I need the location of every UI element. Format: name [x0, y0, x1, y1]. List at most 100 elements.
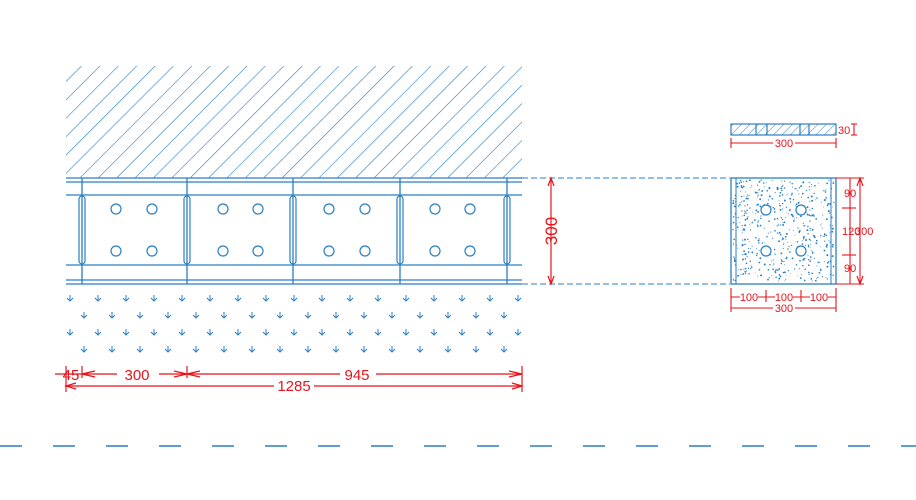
ground-arrow [290, 295, 298, 302]
ground-arrow [332, 346, 340, 353]
wall-hole [110, 203, 122, 215]
ground-arrow [150, 329, 158, 336]
ground-arrow [402, 295, 410, 302]
ground-arrow [122, 329, 130, 336]
ground-arrow [444, 346, 452, 353]
ground-arrow [290, 329, 298, 336]
ground-arrow [374, 329, 382, 336]
ground-arrow [66, 295, 74, 302]
ground-arrow [206, 295, 214, 302]
ground-arrow [248, 346, 256, 353]
wall-hole [217, 245, 229, 257]
ground-arrow [206, 329, 214, 336]
right-dimensions [836, 176, 864, 286]
ground-arrow [332, 312, 340, 319]
wall-slot [183, 195, 191, 265]
dim-bottom-right: 100 [810, 292, 828, 304]
ground-arrow [458, 329, 466, 336]
ground-arrow [276, 312, 284, 319]
ground-arrow [108, 346, 116, 353]
soil-hatch-area [66, 66, 522, 178]
wall-hole [429, 203, 441, 215]
wall-hole [429, 245, 441, 257]
wall-slot [396, 195, 404, 265]
cap-width-label: 300 [775, 138, 793, 150]
wall-slots [78, 195, 511, 265]
ground-arrow [360, 346, 368, 353]
dim-bottom-left: 100 [740, 292, 758, 304]
ground-arrow [304, 346, 312, 353]
wall-frame [66, 177, 522, 285]
ground-arrow [178, 295, 186, 302]
ground-arrow [164, 312, 172, 319]
ground-arrow [136, 312, 144, 319]
ground-arrow [360, 312, 368, 319]
ground-arrow [388, 346, 396, 353]
dim-label-45: 45 [63, 367, 80, 384]
ground-arrow [108, 312, 116, 319]
ground-arrow [430, 329, 438, 336]
ground-arrow [374, 295, 382, 302]
ground-arrow [514, 329, 522, 336]
ground-arrow [80, 312, 88, 319]
ground-arrow [486, 295, 494, 302]
ground-arrow [66, 329, 74, 336]
wall-hole [464, 203, 476, 215]
ground-arrow [304, 312, 312, 319]
ground-arrow [472, 346, 480, 353]
ground-arrow [318, 295, 326, 302]
ground-arrow [234, 295, 242, 302]
ground-arrow [402, 329, 410, 336]
projection-lines [522, 177, 730, 285]
wall-verticals [81, 178, 508, 284]
wall-hole [359, 203, 371, 215]
ground-arrow [94, 329, 102, 336]
dim-label-1285: 1285 [277, 378, 310, 395]
wall-hole [323, 245, 335, 257]
elevation-view: 300 45 300 945 1285 [55, 66, 730, 395]
dim-right-top: 90 [844, 188, 856, 200]
wall-slot [78, 195, 86, 265]
wall-hole [146, 203, 158, 215]
concrete-section [730, 177, 837, 285]
section-hole [795, 245, 807, 257]
ground-symbols [66, 295, 522, 353]
ground-arrow [164, 346, 172, 353]
wall-holes [110, 203, 476, 257]
wall-hole [323, 203, 335, 215]
ground-arrow [416, 346, 424, 353]
ground-arrow [234, 329, 242, 336]
ground-arrow [276, 346, 284, 353]
ground-arrow [262, 295, 270, 302]
ground-arrow [178, 329, 186, 336]
ground-arrow [192, 312, 200, 319]
ground-arrow [94, 295, 102, 302]
height-dimension [547, 176, 555, 286]
ground-arrow [514, 295, 522, 302]
ground-arrow [220, 312, 228, 319]
concrete-speckle [732, 179, 835, 282]
ground-arrow [318, 329, 326, 336]
ground-arrow [500, 312, 508, 319]
cap-thickness-label: 30 [838, 125, 850, 137]
dim-label-945: 945 [344, 367, 369, 384]
ground-arrow [444, 312, 452, 319]
dim-bottom-center: 100 [775, 292, 793, 304]
wall-hole [110, 245, 122, 257]
wall-hole [359, 245, 371, 257]
wall-hole [252, 203, 264, 215]
ground-arrow [192, 346, 200, 353]
wall-hole [146, 245, 158, 257]
ground-arrow [486, 329, 494, 336]
ground-arrow [500, 346, 508, 353]
ground-arrow [220, 346, 228, 353]
ground-arrow [430, 295, 438, 302]
ground-arrow [122, 295, 130, 302]
wall-hole [217, 203, 229, 215]
dim-bottom-total: 300 [775, 303, 793, 315]
section-hole [795, 204, 807, 216]
dim-label-300: 300 [124, 367, 149, 384]
dim-right-total: 300 [855, 226, 873, 238]
section-hole [760, 245, 772, 257]
